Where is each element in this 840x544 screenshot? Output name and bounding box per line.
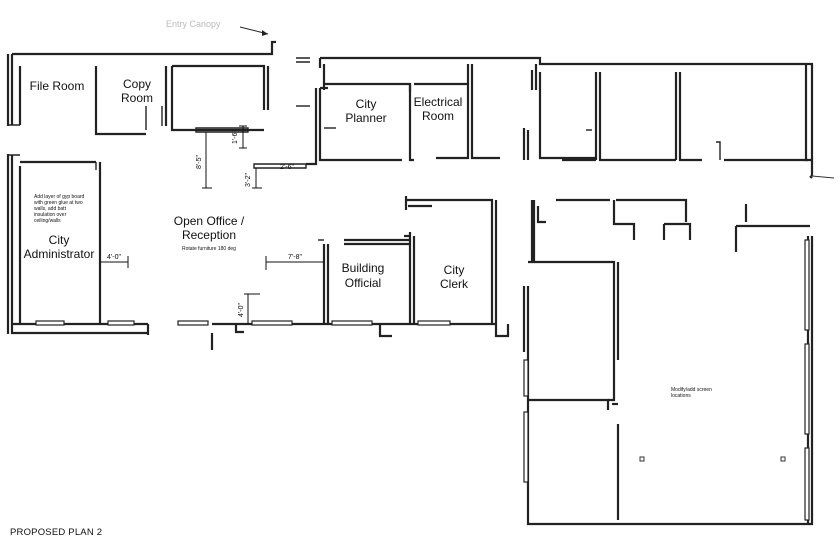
svg-text:locations: locations xyxy=(671,393,691,399)
room-label-open-office: Reception xyxy=(182,228,236,242)
dimension-4-0-horizontal: 4'-0" xyxy=(100,254,129,268)
svg-text:8'-5": 8'-5" xyxy=(196,155,203,169)
room-label-city-clerk: Clerk xyxy=(440,277,469,291)
room-label-city-planner: City xyxy=(356,97,377,111)
svg-text:Add layer of gyp board: Add layer of gyp board xyxy=(34,194,85,200)
entry-canopy-arrow xyxy=(239,26,269,36)
marker-square xyxy=(780,456,786,462)
svg-text:7'-8": 7'-8" xyxy=(288,254,302,261)
room-label-electrical-room: Room xyxy=(422,109,454,123)
interior-walls-west xyxy=(18,64,270,324)
svg-text:walls, add batt: walls, add batt xyxy=(34,206,67,212)
room-label-city-clerk: City xyxy=(444,263,465,277)
room-label-file-room: File Room xyxy=(30,79,85,93)
dimension-1-6: 1'-6" xyxy=(232,125,247,149)
interior-walls-middle xyxy=(253,64,500,324)
dimension-3-2: 3'-2" xyxy=(245,168,262,189)
room-label-city-administrator: Administrator xyxy=(24,247,95,261)
svg-text:with green glue at two: with green glue at two xyxy=(34,200,83,206)
svg-text:4'-0": 4'-0" xyxy=(238,303,245,317)
note-rotate-furniture: Rotate furniture 180 deg xyxy=(182,246,236,252)
room-label-city-planner: Planner xyxy=(345,111,386,125)
windows-south-west xyxy=(35,320,451,326)
svg-text:3'-2": 3'-2" xyxy=(245,173,252,187)
room-label-electrical-room: Electrical xyxy=(414,95,463,109)
windows-east xyxy=(523,239,810,521)
svg-text:1'-6": 1'-6" xyxy=(232,130,239,144)
svg-text:insulation over: insulation over xyxy=(34,212,67,218)
room-label-copy-room: Room xyxy=(121,91,153,105)
dimension-4-0-vertical: 4'-0" xyxy=(238,293,260,324)
dimension-2-6: 2'-6" xyxy=(280,164,294,171)
dimension-7-8: 7'-8" xyxy=(265,254,324,270)
note-modify-screen: Modify/add screen locations xyxy=(671,387,712,399)
svg-text:Modify/add screen: Modify/add screen xyxy=(671,387,712,393)
entry-canopy-label: Entry Canopy xyxy=(166,19,221,29)
plan-title: PROPOSED PLAN 2 xyxy=(10,527,103,538)
room-label-building-official: Building xyxy=(342,261,385,275)
exterior-walls-west xyxy=(6,40,510,350)
svg-text:4'-0": 4'-0" xyxy=(107,254,121,261)
note-gyp-board: Add layer of gyp board with green glue a… xyxy=(34,194,85,224)
room-label-open-office: Open Office / xyxy=(174,214,245,228)
svg-text:2'-6": 2'-6" xyxy=(280,164,294,171)
marker-square xyxy=(639,456,645,462)
dimension-8-5: 8'-5" xyxy=(196,132,212,189)
interior-walls-east xyxy=(522,64,835,526)
svg-text:ceiling/walls: ceiling/walls xyxy=(34,218,61,224)
room-label-building-official: Official xyxy=(345,276,381,290)
room-label-copy-room: Copy xyxy=(123,77,151,91)
room-label-city-administrator: City xyxy=(49,233,70,247)
